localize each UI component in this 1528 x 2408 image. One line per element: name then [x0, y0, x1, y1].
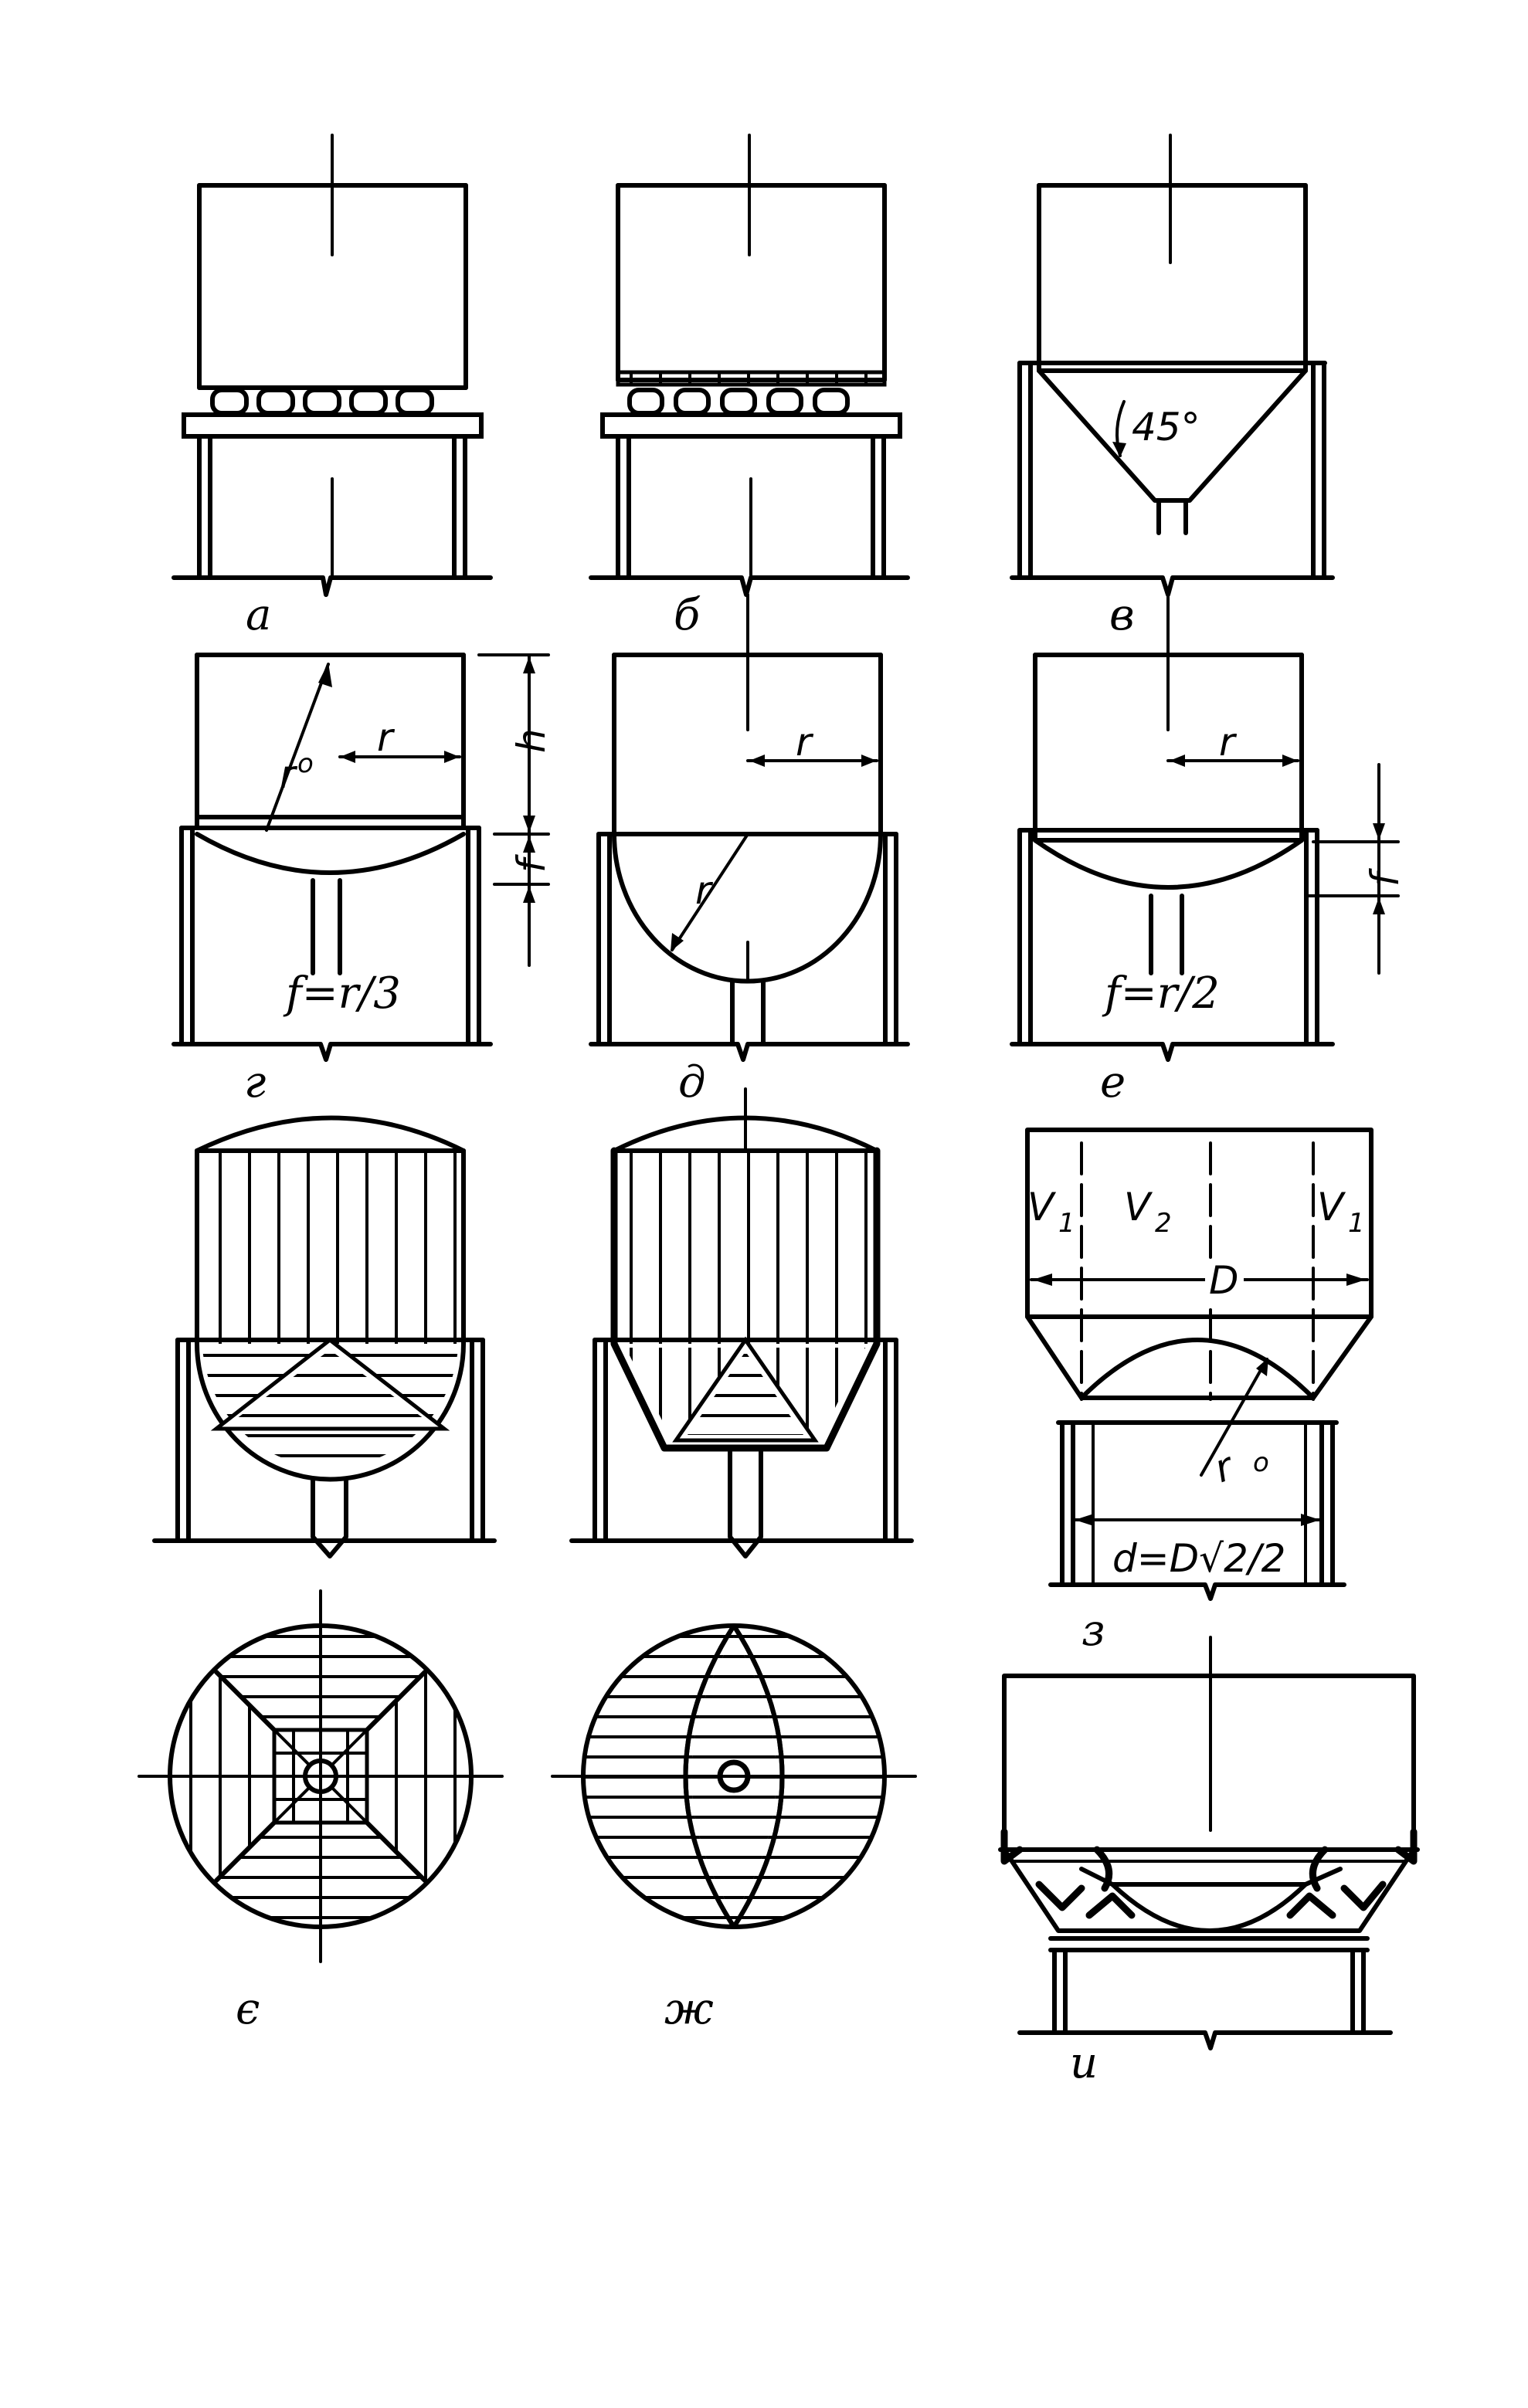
svg-text:1: 1: [1348, 1208, 1365, 1239]
d-formula-label: d=D√2/2: [1112, 1536, 1285, 1581]
r0-label-z: r: [1208, 1443, 1241, 1492]
bunker-g: r o r h f f=r/3: [171, 653, 554, 1062]
V1-label-left: V: [1027, 1185, 1057, 1229]
caption-d: д: [678, 1057, 706, 1107]
bunker-v: 45°: [1010, 134, 1335, 597]
bunker-z: V 1 V 2 V 1 D r o d=D√2/2: [1025, 1128, 1374, 1601]
bunker-d: r r: [589, 593, 910, 1062]
angle-label: 45°: [1132, 405, 1200, 449]
caption-b: б: [674, 590, 701, 640]
f-label-g: f: [509, 854, 554, 873]
bunker-a: [171, 134, 493, 597]
caption-zh: ж: [664, 1984, 714, 2034]
bunker-conical-bottom: [569, 1087, 914, 1558]
svg-text:o: o: [1253, 1447, 1269, 1478]
svg-text:o: o: [297, 748, 314, 779]
bunker-e: r f f=r/2: [1010, 593, 1407, 1062]
r-label-d2: r: [796, 720, 814, 765]
D-label: D: [1209, 1258, 1239, 1303]
caption-z: з: [1081, 1606, 1105, 1656]
r-label-g: r: [377, 715, 396, 760]
V1-label-right: V: [1317, 1185, 1346, 1229]
caption-e: е: [1100, 1057, 1126, 1107]
bunker-hemispherical-bottom: [152, 1115, 497, 1558]
formula-f-r2: f=r/2: [1102, 968, 1220, 1019]
f-label-e: f: [1363, 868, 1407, 887]
r0-label: r: [280, 752, 298, 797]
V2-label: V: [1124, 1185, 1153, 1229]
svg-text:1: 1: [1058, 1208, 1075, 1239]
bunker-i: [998, 1636, 1420, 2050]
svg-text:2: 2: [1155, 1208, 1172, 1239]
h-label: h: [509, 728, 554, 753]
caption-i: и: [1070, 2038, 1098, 2088]
caption-v: в: [1109, 590, 1135, 640]
bunker-b: [589, 134, 910, 597]
r-label-d: r: [695, 868, 714, 913]
caption-ye: є: [236, 1984, 260, 2034]
formula-f-r3: f=r/3: [283, 968, 401, 1019]
caption-a: а: [246, 590, 271, 640]
caption-g: г: [244, 1057, 266, 1107]
r-label-e: r: [1219, 720, 1238, 765]
bunker-ye-plan: [138, 1589, 504, 1963]
bunker-zh-plan: [551, 1623, 917, 1929]
